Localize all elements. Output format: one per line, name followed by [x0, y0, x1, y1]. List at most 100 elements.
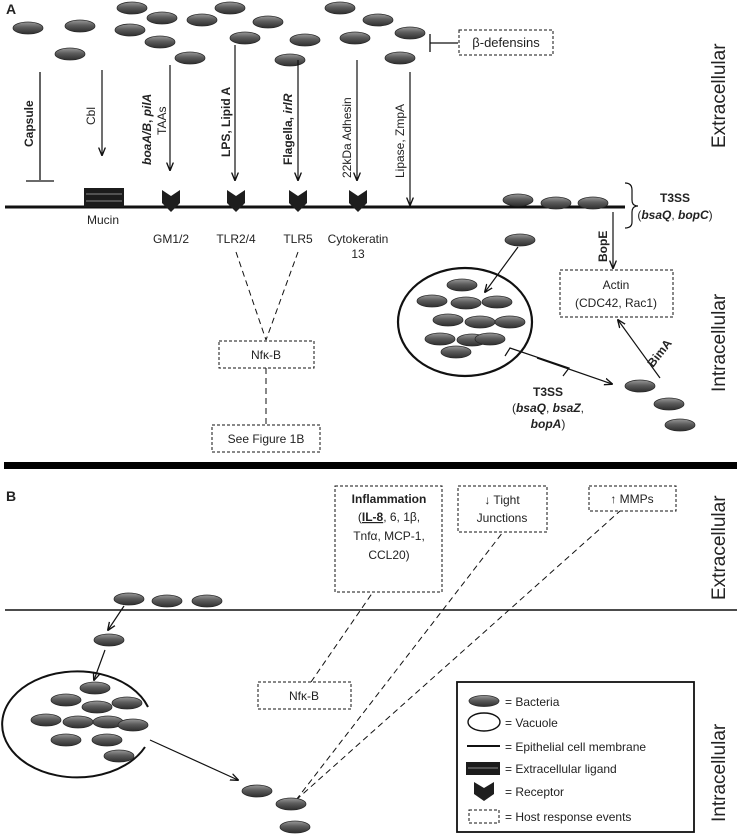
il8-label: IL-8 [362, 510, 384, 524]
nfkb-label-a: Nfκ-B [251, 348, 281, 362]
vacuole-b [1, 670, 149, 779]
actin-label-2: (CDC42, Rac1) [575, 296, 657, 310]
bacterium [93, 633, 125, 647]
mucin-ligand [84, 188, 124, 207]
inflammation-open: ( [358, 510, 362, 524]
bacterium [474, 332, 506, 346]
capsule-label: Capsule [22, 100, 36, 147]
t3ss-bottom-bsaz: bsaZ [553, 401, 582, 415]
tight-junctions-link [295, 531, 504, 801]
inflammation-box [334, 485, 443, 593]
bacterium [50, 693, 82, 707]
bacterium [113, 592, 145, 606]
bacterium [362, 13, 394, 27]
t3ss-top-open: ( [637, 208, 641, 222]
legend-label-receptor: = Receptor [505, 785, 564, 799]
nfkb-inflammation-link [310, 591, 374, 683]
t3ss-top-bsaq: bsaQ [641, 208, 672, 222]
bacterium [394, 26, 426, 40]
bacterium [481, 295, 513, 309]
legend-box [456, 681, 695, 833]
bacterium [174, 51, 206, 65]
bacterium [502, 193, 534, 207]
mmps-link [295, 510, 621, 801]
tlr5-label: TLR5 [283, 232, 313, 246]
bacterium [504, 233, 536, 247]
bacterium [214, 1, 246, 15]
legend: = Bacteria = Vacuole = Epithelial cell m… [456, 681, 695, 833]
nfkb-box-a [218, 340, 315, 369]
t3ss-top-brace [624, 182, 639, 229]
actin-box [559, 269, 674, 318]
bacterium [540, 196, 572, 210]
cytokeratin-label-2: 13 [351, 247, 365, 261]
tlr24-label: TLR2/4 [216, 232, 256, 246]
vacuole-a [396, 266, 534, 378]
bacterium [103, 749, 135, 763]
nfkb-box-b [257, 681, 352, 710]
t3ss-bottom-sep1: , [546, 401, 553, 415]
legend-label-host-response: = Host response events [505, 810, 631, 824]
bacterium [146, 11, 178, 25]
bacterium [275, 797, 307, 811]
defensins-box [458, 29, 554, 56]
flagella-irlr-label: Flagella, irlR [281, 93, 295, 165]
entry-arrow-b [108, 605, 125, 630]
see-figure-box [211, 424, 321, 453]
t3ss-top-sep: , [671, 208, 678, 222]
inflammation-title: Inflammation [352, 492, 427, 506]
receptor-chevron [227, 190, 245, 212]
t3ss-bottom-title: T3SS [533, 385, 563, 399]
t3ss-escape-bracket [504, 347, 570, 377]
mmps-box [588, 485, 677, 512]
bacterium [384, 51, 416, 65]
region-extracellular-a: Extracellular [709, 43, 730, 148]
vacuole-icon [467, 712, 501, 732]
tight-junctions-box [457, 485, 548, 533]
bacterium [577, 196, 609, 210]
bacteria-membrane-a [502, 193, 696, 432]
bacterium [339, 31, 371, 45]
boaab-sep: , [140, 116, 154, 123]
inflammation-line-1-rest: , 6, 1β, [383, 510, 420, 524]
legend-label-ligand: = Extracellular ligand [505, 762, 617, 776]
escape-arrow-b [149, 739, 238, 780]
vacuole-arrow-b [94, 649, 106, 680]
bacteria-cytosol-b [241, 784, 311, 834]
bacterium [116, 1, 148, 15]
ligand-icon [466, 762, 500, 775]
host-response-icon [468, 809, 500, 824]
panel-a-letter: A [6, 1, 16, 17]
bacterium [50, 733, 82, 747]
nfkb-label-b: Nfκ-B [289, 689, 319, 703]
t3ss-bottom-bopa: bopA [531, 417, 562, 431]
escape-arrow-a [536, 357, 612, 384]
receptor-icon [474, 782, 494, 801]
receptors [162, 190, 367, 212]
tight-junctions-label-2: Junctions [477, 511, 528, 525]
see-figure-label: See Figure 1B [228, 432, 305, 446]
tight-junctions-label-1: ↓ Tight [484, 493, 520, 507]
mmps-label: ↑ MMPs [610, 492, 653, 506]
defensins-label: β-defensins [472, 35, 540, 50]
bacterium [624, 379, 656, 393]
receptor-chevron [349, 190, 367, 212]
bacterium [12, 21, 44, 35]
bacterium [289, 33, 321, 47]
flagella-sep: , [281, 114, 295, 121]
bacterium [186, 13, 218, 27]
defensin-inhibition: β-defensins [429, 29, 554, 56]
bacterium [494, 315, 526, 329]
tlr24-nfkb-link [235, 251, 267, 341]
ligand-arrows [102, 45, 410, 205]
bacterium [117, 718, 149, 732]
pila-label: pilA [140, 94, 154, 118]
region-extracellular-b: Extracellular [709, 495, 730, 600]
t3ss-bottom-open: ( [512, 401, 516, 415]
bacterium [279, 820, 311, 834]
t3ss-bottom-bsaq: bsaQ [516, 401, 547, 415]
receptor-chevron [162, 190, 180, 212]
bacterium [114, 23, 146, 37]
bacterium [664, 418, 696, 432]
